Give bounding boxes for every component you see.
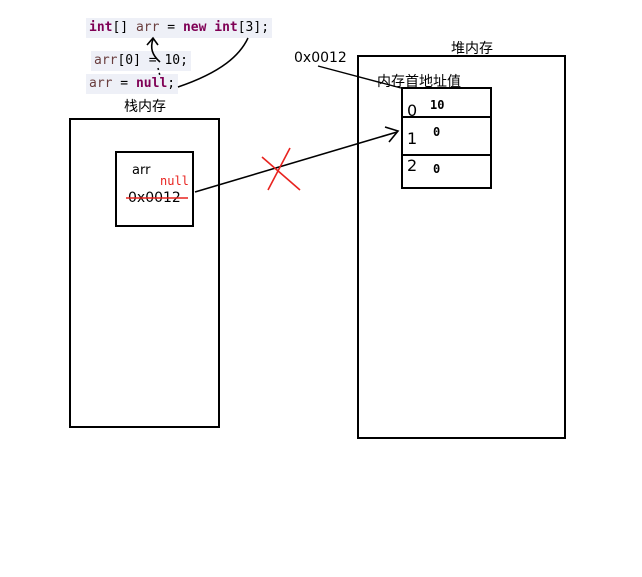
reference-arrow [194,131,398,193]
stack-memory-box [69,118,220,428]
heap-memory-box [357,55,566,439]
array-index: 2 [407,156,418,175]
code-text: [] [112,20,136,35]
array-index: 1 [407,129,418,148]
code-connector-curve [177,37,249,88]
heap-address: 0x0012 [294,50,347,66]
variable-name: arr [94,53,118,68]
array-value: 10 [430,98,445,112]
code-line-declare: int[] arr = new int[3]; [86,18,273,38]
heap-memory-title: 堆内存 [451,41,493,57]
code-text: [3]; [237,20,270,35]
array-divider [402,116,491,118]
keyword: int [89,20,113,35]
array-box [401,87,492,189]
stack-variable-name: arr [132,163,151,178]
code-connector [157,67,161,77]
cross-icon [267,147,291,191]
array-index: 0 [407,101,418,120]
keyword: int [214,20,238,35]
code-arrow-head [146,36,159,46]
code-text: ; [167,76,176,91]
keyword: null [135,76,168,91]
code-line-null: arr = null; [86,74,179,94]
address-pointer-line [317,65,402,89]
array-value: 0 [433,125,441,139]
variable-name: arr [135,20,160,35]
heap-address-caption: 内存首地址值 [377,74,461,90]
stack-variable-box [115,151,194,227]
reference-arrow-head [384,126,400,143]
stack-memory-title: 栈内存 [124,99,166,115]
code-text: = [159,20,183,35]
keyword: new [182,20,207,35]
code-text: = [112,76,136,91]
array-value: 0 [433,162,441,176]
variable-name: arr [89,76,113,91]
array-divider [402,154,491,156]
cross-icon [261,156,301,191]
code-line-assign: arr[0] = 10; [91,51,191,71]
stack-new-value: null [160,174,189,188]
code-arrow-up [150,38,161,63]
code-text: [0] = 10; [117,53,188,68]
